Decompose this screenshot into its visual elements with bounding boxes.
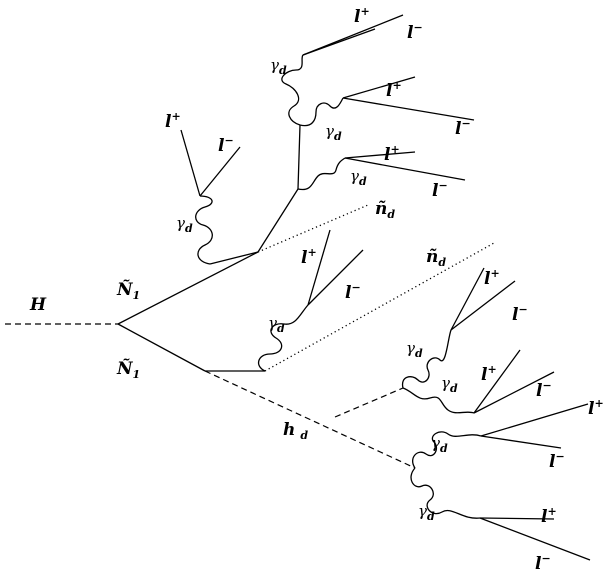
lepton-plus-label: l+	[386, 79, 402, 101]
lepton-plus-label: l+	[481, 363, 497, 385]
lepton-line	[473, 371, 555, 414]
neutralino-label: Ñ1	[116, 278, 140, 302]
dark-neutralino-label: ñd	[375, 199, 395, 221]
dark-photon-label: γd	[325, 122, 342, 143]
lepton-line	[342, 76, 416, 99]
lepton-line	[307, 249, 364, 306]
dark-photon-label: γd	[441, 374, 458, 395]
lepton-minus-label: l−	[512, 303, 528, 325]
lepton-line	[342, 97, 475, 121]
lepton-plus-label: l+	[484, 267, 500, 289]
dark-photon-wavy-line	[411, 431, 482, 469]
dark-photon-label: γd	[431, 434, 448, 455]
lepton-line	[180, 129, 201, 197]
propagator-lines	[5, 14, 591, 561]
dark-photon-wavy-line	[281, 54, 304, 126]
lepton-plus-label: l+	[354, 5, 370, 27]
lepton-line	[473, 349, 521, 414]
dark-photon-wavy-line	[402, 387, 475, 414]
lepton-line	[344, 157, 466, 181]
dark-photon-label: γd	[406, 339, 423, 360]
lepton-minus-label: l−	[549, 450, 565, 472]
lepton-minus-label: l−	[535, 552, 551, 573]
neutralino-lower-line	[117, 323, 206, 372]
dark-photon-wavy-line	[410, 467, 481, 519]
dark-photon-label: γd	[270, 56, 287, 77]
lepton-line	[199, 146, 241, 197]
lepton-line	[480, 403, 589, 437]
lepton-line	[480, 435, 562, 449]
lepton-plus-label: l+	[384, 143, 400, 165]
dark-photon-label: γd	[268, 314, 285, 335]
dark-photon-wavy-line	[257, 304, 309, 372]
dark-higgs-propagator	[204, 370, 416, 469]
lepton-minus-label: l−	[536, 379, 552, 401]
dark-higgs-upper-decay	[334, 387, 404, 418]
dark-photon-label: γd	[350, 167, 367, 188]
dark-neutralino-label: ñd	[426, 247, 446, 269]
lepton-line	[479, 517, 555, 520]
higgs-label: H	[29, 295, 47, 315]
dark-photon-wavy-line	[195, 195, 213, 265]
dark-neutralino-lower-line	[264, 242, 495, 372]
lepton-minus-label: l−	[407, 21, 423, 43]
lepton-plus-label: l+	[165, 110, 181, 132]
lepton-line	[344, 151, 416, 159]
dark-photon-label: γd	[176, 214, 193, 235]
dark-neutralino-upper-line	[257, 204, 369, 253]
lepton-line	[450, 267, 485, 331]
lepton-line	[307, 229, 331, 306]
lepton-minus-label: l−	[345, 281, 361, 303]
lepton-plus-label: l+	[588, 397, 604, 419]
lepton-line	[450, 280, 516, 331]
lepton-line	[302, 14, 404, 56]
lepton-minus-label: l−	[218, 134, 234, 156]
neutralino-upper-line	[117, 251, 259, 325]
dark-photon-wavy-line	[297, 157, 346, 191]
dark-photon-wavy-line	[401, 329, 452, 389]
lepton-minus-label: l−	[455, 117, 471, 139]
lepton-plus-label: l+	[541, 505, 557, 527]
dark-photon-wavy-line	[299, 97, 344, 127]
dark-photon-lines	[195, 54, 482, 519]
upper-cascade-line	[257, 188, 299, 253]
lepton-minus-label: l−	[432, 179, 448, 201]
lepton-line	[479, 517, 591, 561]
upper-branch-segment	[209, 251, 259, 265]
lepton-plus-label: l+	[301, 246, 317, 268]
upper-cascade-vertical	[297, 124, 301, 190]
neutralino-label: Ñ1	[116, 357, 140, 381]
dark-photon-label: γd	[418, 502, 435, 523]
